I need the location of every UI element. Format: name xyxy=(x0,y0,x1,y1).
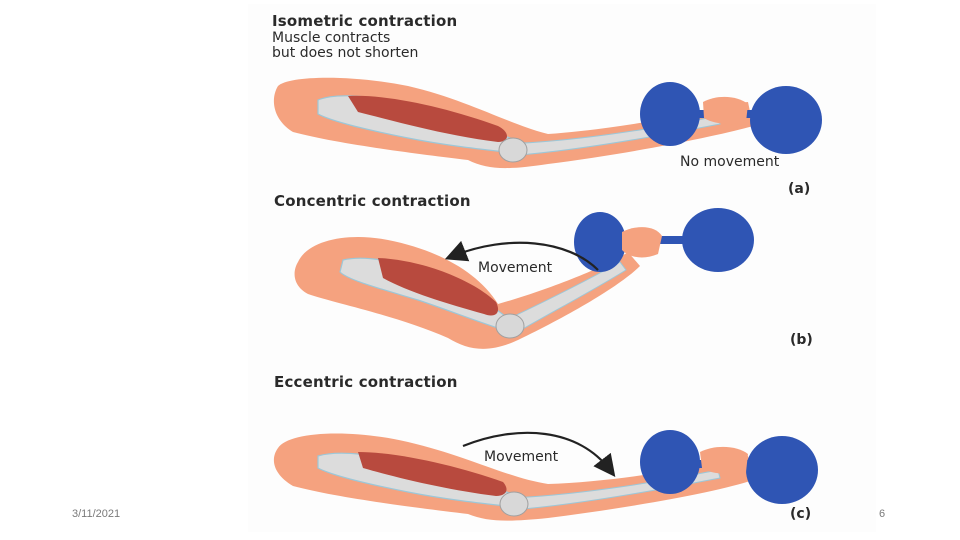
panel-c-title: Eccentric contraction xyxy=(274,373,458,391)
dumbbell-plate-left xyxy=(640,430,700,494)
panel-c-letter: (c) xyxy=(790,506,812,522)
hand xyxy=(700,446,748,475)
panel-a-subtitle-line1: Muscle contracts xyxy=(272,30,391,46)
arm-eccentric xyxy=(273,430,818,521)
dumbbell-plate-right xyxy=(682,208,754,272)
muscle-contraction-figure: Isometric contraction Muscle contracts b… xyxy=(248,4,876,532)
panel-b-title: Concentric contraction xyxy=(274,192,471,210)
biceps-muscle xyxy=(378,258,499,316)
biceps-muscle xyxy=(358,452,507,496)
dumbbell-plate-left xyxy=(574,212,626,272)
elbow-joint xyxy=(499,491,529,517)
panel-b-letter: (b) xyxy=(790,332,813,348)
arm-concentric xyxy=(294,208,754,349)
arm-isometric xyxy=(273,77,822,169)
slide-date: 3/11/2021 xyxy=(72,508,121,520)
panel-a-title: Isometric contraction xyxy=(272,12,458,30)
arm-illustrations xyxy=(273,77,822,521)
elbow-joint xyxy=(498,137,528,163)
movement-arrow xyxy=(444,240,599,271)
panel-c-annotation: Movement xyxy=(484,449,559,465)
forearm-bone xyxy=(505,261,627,335)
panel-b-annotation: Movement xyxy=(478,260,553,276)
dumbbell-plate-right xyxy=(750,86,822,154)
biceps-muscle xyxy=(348,95,507,142)
hand xyxy=(703,96,748,125)
panel-a-subtitle-line2: but does not shorten xyxy=(272,45,419,61)
dumbbell-plate-right xyxy=(746,436,818,504)
movement-arrow xyxy=(462,431,616,477)
elbow-joint xyxy=(495,313,525,339)
panel-a-annotation: No movement xyxy=(680,154,780,170)
slide-page-number: 6 xyxy=(879,508,886,520)
dumbbell-plate-left xyxy=(640,82,700,146)
hand xyxy=(622,227,662,258)
panel-a-letter: (a) xyxy=(788,181,811,197)
